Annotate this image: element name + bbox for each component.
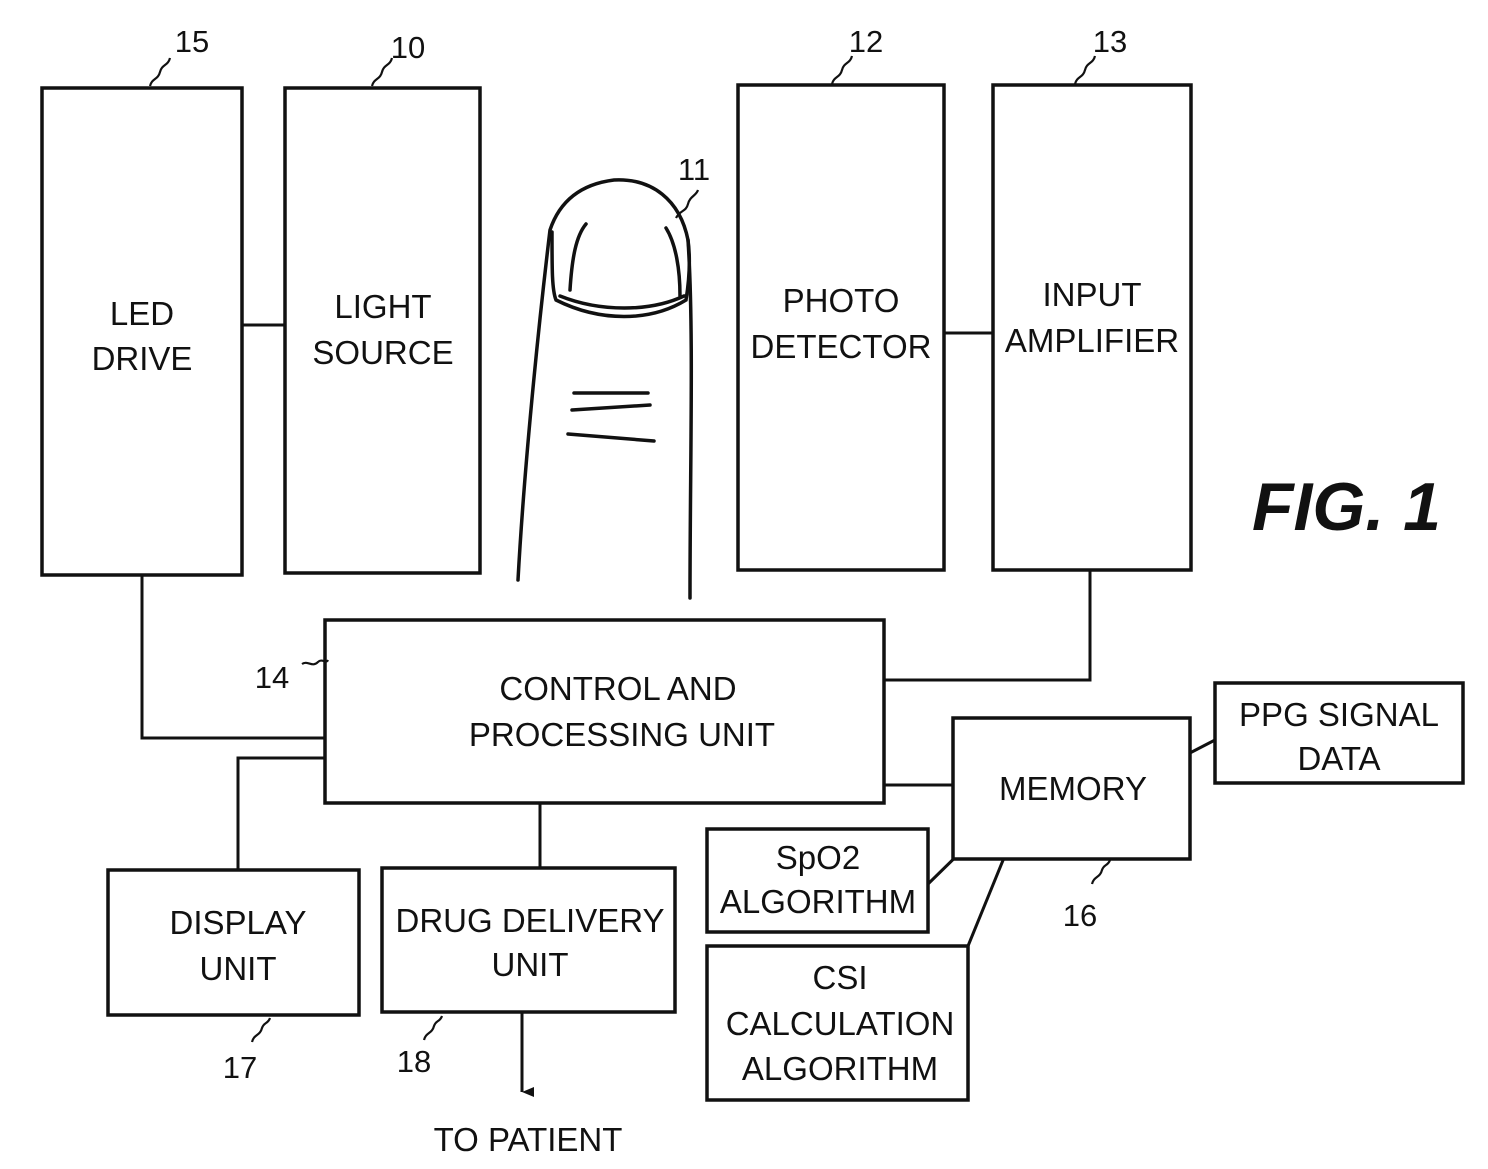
- spo2-algorithm-label-2: ALGORITHM: [720, 883, 916, 920]
- display-unit-label-1: DISPLAY: [170, 904, 307, 941]
- finger-outline: [518, 180, 691, 598]
- drug-delivery-label-2: UNIT: [492, 946, 569, 983]
- csi-algorithm-label-3: ALGORITHM: [742, 1050, 938, 1087]
- display-unit-ref: 17: [223, 1050, 257, 1085]
- control-processing-label-1: CONTROL AND: [499, 670, 736, 707]
- input-amplifier-ref-squiggle: [1075, 56, 1095, 84]
- drug-delivery-ref: 18: [397, 1044, 431, 1079]
- led-drive-block: LED DRIVE 15: [42, 24, 242, 575]
- led-drive-ref: 15: [175, 24, 209, 59]
- input-amplifier-label-1: INPUT: [1043, 276, 1142, 313]
- ppg-signal-data-label-1: PPG SIGNAL: [1239, 696, 1439, 733]
- wire-control-display: [238, 758, 325, 870]
- display-unit-block: DISPLAY UNIT 17: [108, 870, 359, 1085]
- memory-block: MEMORY 16: [953, 718, 1190, 933]
- wire-amplifier-control: [884, 570, 1090, 680]
- knuckle-line-2: [572, 405, 650, 410]
- memory-ref-squiggle: [1092, 860, 1110, 884]
- photo-detector-label-1: PHOTO: [783, 282, 900, 319]
- input-amplifier-ref: 13: [1093, 24, 1127, 59]
- csi-algorithm-label-1: CSI: [812, 959, 867, 996]
- light-source-ref-squiggle: [372, 58, 392, 86]
- light-source-ref: 10: [391, 30, 425, 65]
- finger-ref: 11: [678, 152, 710, 187]
- ppg-signal-data-block: PPG SIGNAL DATA: [1215, 683, 1463, 783]
- memory-ref: 16: [1063, 898, 1097, 933]
- drug-delivery-block: DRUG DELIVERY UNIT 18: [382, 868, 675, 1079]
- photo-detector-ref-squiggle: [832, 56, 852, 84]
- display-unit-label-2: UNIT: [200, 950, 277, 987]
- to-patient-label: TO PATIENT: [434, 1121, 623, 1158]
- csi-algorithm-block: CSI CALCULATION ALGORITHM: [707, 946, 968, 1100]
- csi-algorithm-label-2: CALCULATION: [726, 1005, 955, 1042]
- light-source-block: LIGHT SOURCE 10: [285, 30, 480, 573]
- wire-led-drive-control: [142, 575, 325, 738]
- nail-highlight-left: [570, 224, 586, 290]
- drug-delivery-ref-squiggle: [424, 1016, 442, 1040]
- spo2-algorithm-block: SpO2 ALGORITHM: [707, 829, 928, 932]
- photo-detector-label-2: DETECTOR: [751, 328, 932, 365]
- photo-detector-block: PHOTO DETECTOR 12: [738, 24, 944, 570]
- control-processing-block: CONTROL AND PROCESSING UNIT 14: [255, 620, 884, 803]
- figure-label: FIG. 1: [1252, 469, 1441, 545]
- input-amplifier-label-2: AMPLIFIER: [1005, 322, 1179, 359]
- display-unit-ref-squiggle: [252, 1018, 270, 1042]
- knuckle-line-3: [568, 434, 654, 441]
- ppg-signal-data-label-2: DATA: [1297, 740, 1380, 777]
- nail-edge: [560, 296, 684, 308]
- light-source-label-1: LIGHT: [334, 288, 431, 325]
- finger-illustration: 11: [518, 152, 710, 598]
- light-source-label-2: SOURCE: [312, 334, 453, 371]
- input-amplifier-block: INPUT AMPLIFIER 13: [993, 24, 1191, 570]
- finger-ref-squiggle: [676, 190, 698, 218]
- led-drive-label-2: DRIVE: [92, 340, 193, 377]
- led-drive-label-1: LED: [110, 295, 174, 332]
- control-processing-ref: 14: [255, 660, 289, 695]
- spo2-algorithm-label-1: SpO2: [776, 839, 860, 876]
- drug-delivery-label-1: DRUG DELIVERY: [396, 902, 665, 939]
- control-processing-label-2: PROCESSING UNIT: [469, 716, 775, 753]
- nail-highlight-right: [666, 228, 680, 296]
- led-drive-ref-squiggle: [150, 58, 170, 86]
- photo-detector-ref: 12: [849, 24, 883, 59]
- memory-label: MEMORY: [999, 770, 1147, 807]
